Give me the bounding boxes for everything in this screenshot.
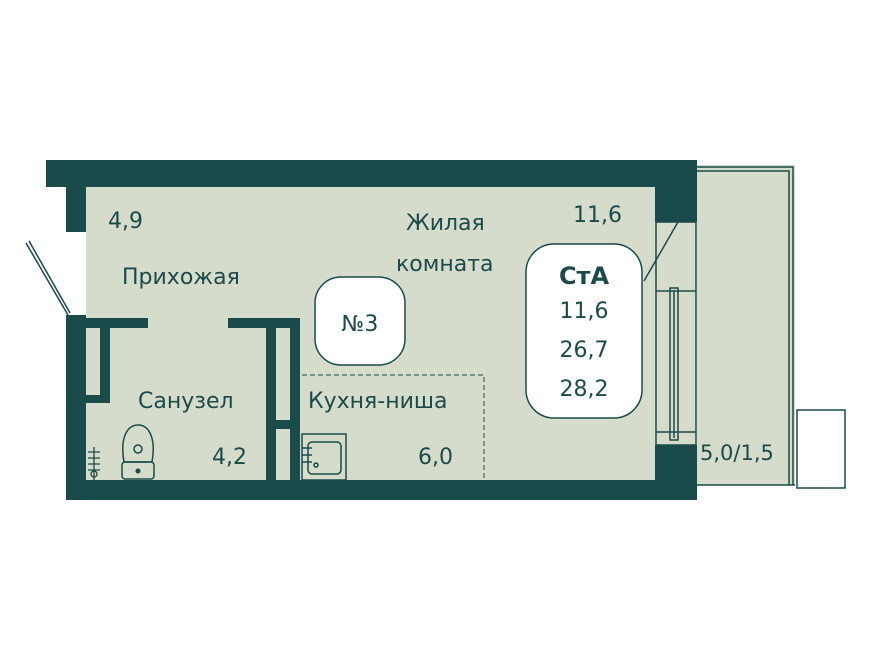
living-area-total: 11,6 xyxy=(560,299,609,324)
apartment-number-badge xyxy=(314,276,406,366)
balcony-storage-box xyxy=(796,409,846,489)
apartment-type: СтА xyxy=(559,262,610,290)
bathroom-label: Санузел xyxy=(138,389,234,414)
bathroom-area: 4,2 xyxy=(212,445,247,470)
living-room-area: 11,6 xyxy=(573,203,622,228)
summary-badge xyxy=(525,243,643,419)
balcony-area: 5,0/1,5 xyxy=(700,441,774,465)
kitchen-area: 6,0 xyxy=(418,445,453,470)
toilet-icon xyxy=(121,424,155,480)
kitchen-niche-outline xyxy=(302,374,485,480)
hallway-label: Прихожая xyxy=(122,265,240,290)
apartment-number: №3 xyxy=(342,312,379,337)
hallway-area: 4,9 xyxy=(108,209,143,234)
heater-icon xyxy=(88,447,100,480)
balcony-door-icon xyxy=(643,221,697,446)
entrance-door-opening xyxy=(68,232,84,315)
sink-icon xyxy=(301,433,347,481)
total-area-with-balcony: 28,2 xyxy=(560,377,609,402)
entrance-door-icon xyxy=(25,240,71,316)
balcony xyxy=(697,165,846,489)
walls xyxy=(46,160,697,500)
kitchen-label: Кухня-ниша xyxy=(308,389,448,414)
total-area: 26,7 xyxy=(560,338,609,363)
living-room-label-line1: Жилая xyxy=(406,211,485,236)
living-room-label-line2: комната xyxy=(396,252,494,277)
